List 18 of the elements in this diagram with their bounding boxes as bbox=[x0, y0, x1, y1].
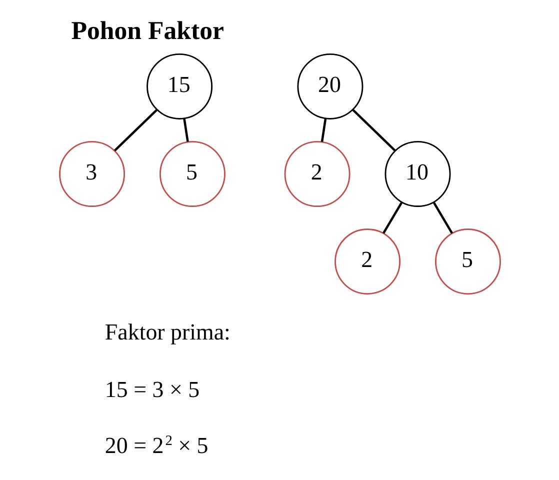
node-circle: 15 bbox=[146, 53, 212, 120]
label: Faktor prima: bbox=[104, 319, 230, 344]
connector bbox=[114, 108, 158, 152]
node-circle: 10 bbox=[384, 141, 450, 207]
node-circle: 5 bbox=[434, 228, 500, 295]
connector bbox=[182, 118, 188, 142]
label: 15 = 3 × 5 bbox=[104, 376, 200, 402]
node-circle: 20 bbox=[296, 53, 363, 120]
node-circle: 2 bbox=[334, 228, 400, 295]
connector bbox=[351, 108, 396, 152]
label: 20 = 2$^{2}$ × 5 bbox=[104, 432, 208, 458]
diagram-title: Pohon Faktor bbox=[70, 16, 224, 45]
connector bbox=[320, 118, 326, 142]
connector bbox=[382, 202, 402, 234]
node-circle: 2 bbox=[284, 141, 350, 207]
node-circle: 5 bbox=[158, 141, 225, 207]
connector bbox=[432, 202, 452, 234]
node-circle: 3 bbox=[58, 141, 125, 207]
